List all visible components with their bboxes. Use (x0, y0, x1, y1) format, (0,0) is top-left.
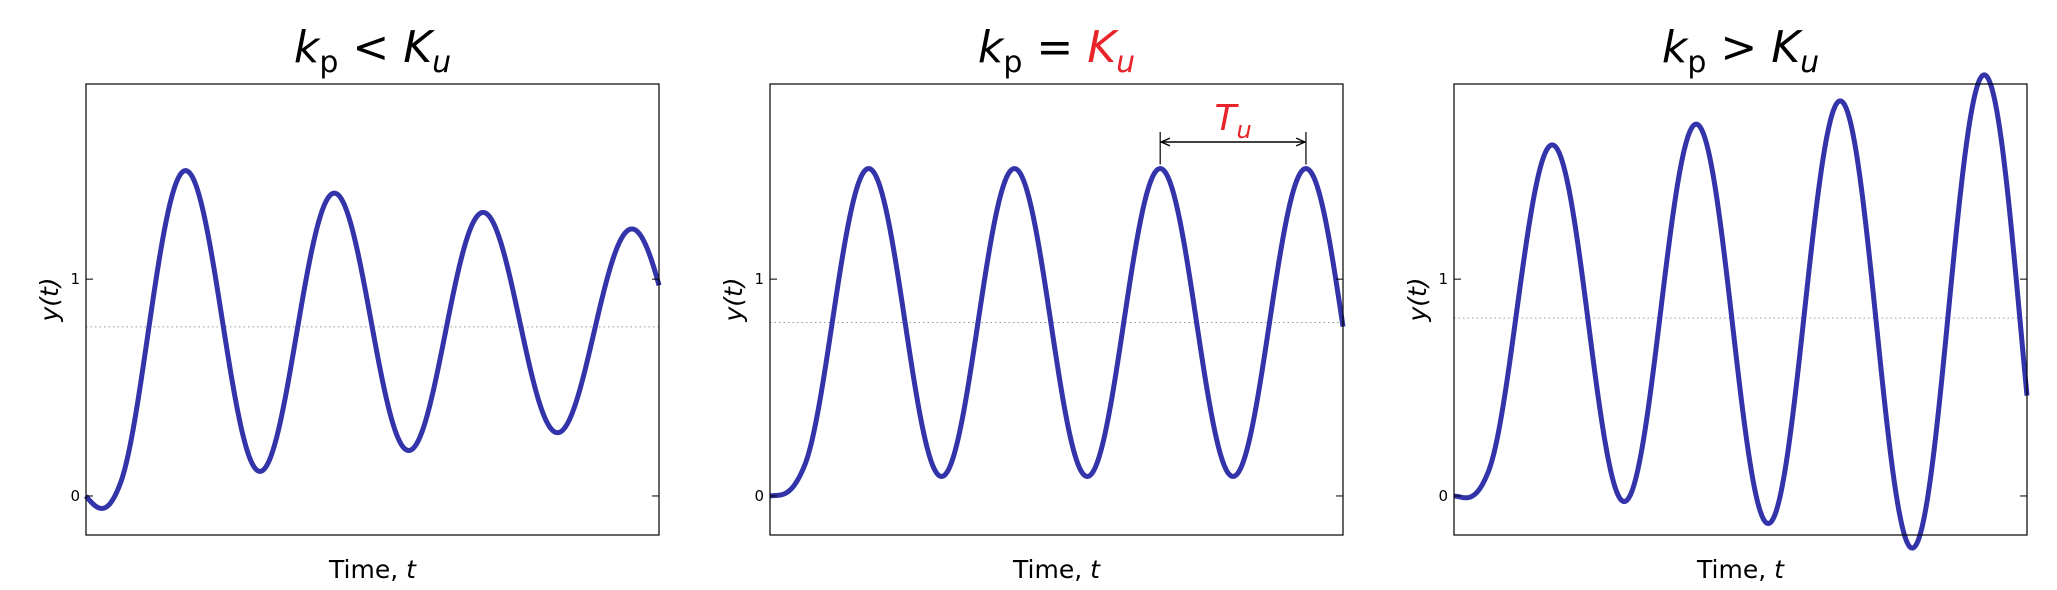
y-tick-label: 0 (1438, 487, 1448, 505)
y-axis-label: y(t) (1403, 277, 1432, 322)
title-subscript: p (319, 45, 338, 80)
title-part: K (1087, 22, 1119, 73)
chart-title: kp​ > Ku​ (1662, 22, 1819, 80)
data-series-line (84, 168, 662, 511)
x-axis-label: Time, t (1696, 555, 1785, 584)
title-subscript: u (1800, 45, 1819, 80)
plot-frame (769, 83, 1344, 536)
y-tick-label: 1 (754, 270, 764, 288)
x-axis-label-text: Time, (1696, 555, 1774, 584)
title-part: K (403, 22, 435, 73)
title-part: = (1022, 22, 1087, 73)
title-part: < (338, 22, 403, 73)
y-tick-label: 0 (754, 487, 764, 505)
title-part: k (1662, 22, 1689, 73)
x-axis-label-var: t (406, 555, 417, 584)
title-part: k (294, 22, 321, 73)
x-axis-label: Time, t (1012, 555, 1101, 584)
title-subscript: u (1116, 45, 1135, 80)
data-series-line (768, 166, 1346, 499)
y-tick-label: 1 (70, 270, 80, 288)
title-part: > (1706, 22, 1771, 73)
data-series-line (1452, 72, 2030, 551)
y-axis-label: y(t) (719, 277, 748, 322)
plot-frame (1453, 83, 2028, 536)
x-axis-label: Time, t (328, 555, 417, 584)
chart-title: kp​ = Ku​ (978, 22, 1135, 80)
y-tick-label: 0 (70, 487, 80, 505)
title-part: K (1771, 22, 1803, 73)
period-label-main: T (1214, 98, 1239, 139)
y-axis-label: y(t) (35, 277, 64, 322)
x-axis-label-var: t (1774, 555, 1785, 584)
title-subscript: p (1687, 45, 1706, 80)
x-axis-label-text: Time, (1012, 555, 1090, 584)
y-tick-label: 1 (1438, 270, 1448, 288)
plot-frame (85, 83, 660, 536)
x-axis-label-text: Time, (328, 555, 406, 584)
title-part: k (978, 22, 1005, 73)
x-axis-label-var: t (1090, 555, 1101, 584)
title-subscript: p (1003, 45, 1022, 80)
period-label: Tu (1214, 98, 1251, 144)
chart-title: kp​ < Ku​ (294, 22, 451, 80)
period-label-sub: u (1236, 116, 1251, 144)
title-subscript: u (432, 45, 451, 80)
